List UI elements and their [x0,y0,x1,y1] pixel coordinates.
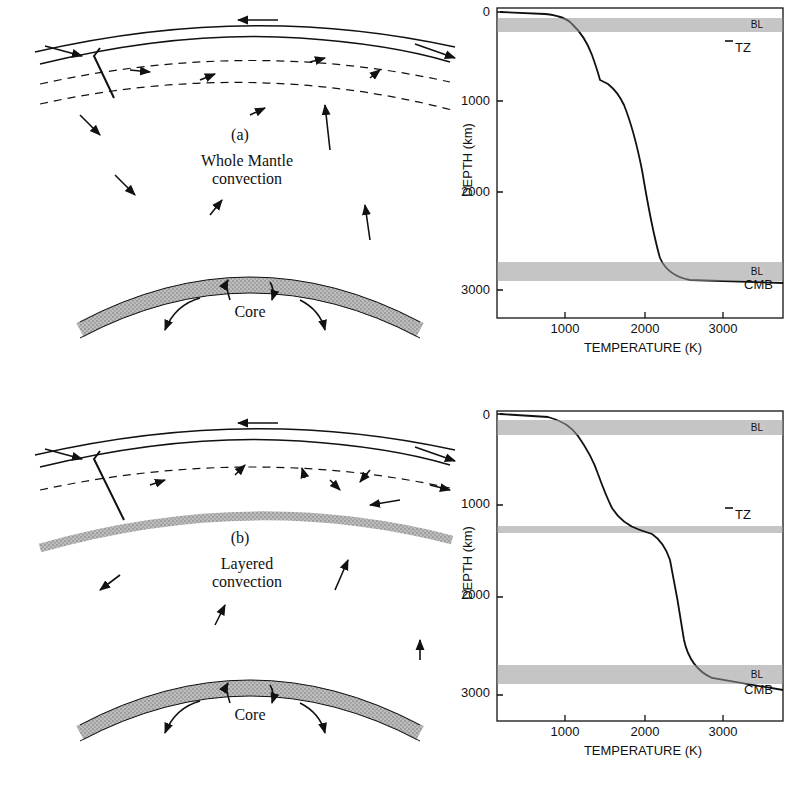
depth-tick: 1000 [461,497,490,511]
depth-tick: 1000 [461,94,490,108]
panel-title: Whole Mantle convection [188,152,306,189]
depth-tick: 0 [483,408,490,422]
whole-mantle-section [35,20,455,338]
band-label: BL [749,423,765,433]
cmb-label: CMB [744,278,773,292]
axis-title: DEPTH (km) [461,526,475,600]
transition-zone-label: TZ [735,41,751,55]
temperature-plot-b [497,411,783,721]
band-label: BL [749,20,765,30]
boundary-layer-band: BL [497,420,783,435]
band-label: BL [749,267,765,277]
temperature-tick: 1000 [551,725,580,739]
axis-title: DEPTH (km) [461,123,475,197]
boundary-layer-band: BL [497,18,783,32]
panel-title: Layered convection [188,555,306,592]
depth-tick: 3000 [461,686,490,700]
panel-letter: (b) [231,529,250,547]
depth-tick: 0 [483,5,490,19]
temperature-plot-a [497,8,783,318]
transition-zone-label: TZ [735,508,751,522]
panel-letter: (a) [231,126,249,144]
temperature-tick: 2000 [631,322,660,336]
boundary-layer-band: BL [497,665,783,684]
axis-title: TEMPERATURE (K) [584,744,702,758]
boundary-layer-band: BL [497,262,783,281]
band-label: BL [749,670,765,680]
temperature-tick: 3000 [709,725,738,739]
layered-section [35,423,455,741]
temperature-tick: 3000 [709,322,738,336]
temperature-tick: 2000 [631,725,660,739]
temperature-tick: 1000 [551,322,580,336]
depth-tick: 3000 [461,283,490,297]
core-label: Core [234,303,265,321]
axis-title: TEMPERATURE (K) [584,341,702,355]
core-label: Core [234,706,265,724]
cmb-label: CMB [744,683,773,697]
